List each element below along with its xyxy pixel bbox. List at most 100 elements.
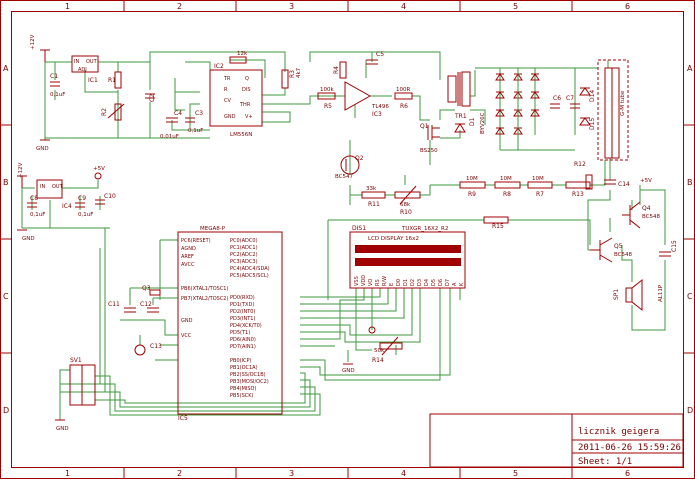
col-label-1-bottom: 1 xyxy=(65,469,70,478)
svg-text:BS250: BS250 xyxy=(420,148,438,154)
mcu-pin-label: PD7(AIN1) xyxy=(230,344,256,350)
svg-text:0,1uF: 0,1uF xyxy=(188,128,203,134)
c10-capacitor: C10 xyxy=(95,193,116,205)
mcu-pin-label: PC0(ADC0) xyxy=(230,238,258,244)
title-text: licznik geigera xyxy=(578,427,659,437)
col-label-3-bottom: 3 xyxy=(289,469,294,478)
sv1-ref: SV1 xyxy=(70,357,82,364)
ic1-ref: IC1 xyxy=(88,77,98,84)
tr1-transformer: TR1 xyxy=(447,71,471,120)
lcd-pin-label: K xyxy=(459,282,465,286)
ic2-type: LM556N xyxy=(230,132,252,138)
mcu-pin-label: PD3(INT1) xyxy=(230,316,255,322)
svg-text:BC548: BC548 xyxy=(642,214,661,220)
row-label-b: B xyxy=(3,178,9,187)
r7-resistor: 10M R7 xyxy=(527,176,553,198)
svg-text:DIS: DIS xyxy=(242,87,251,93)
c13-capacitor: C13 xyxy=(134,343,162,356)
svg-text:100R: 100R xyxy=(396,87,410,93)
c1-ref: C1 xyxy=(50,73,58,80)
svg-text:+5V: +5V xyxy=(640,178,652,184)
q2-transistor: Q2 BC547 xyxy=(335,155,364,180)
svg-text:C15: C15 xyxy=(671,240,678,252)
c4-capacitor: C4 0,01uF xyxy=(160,110,182,140)
svg-text:C2: C2 xyxy=(149,94,156,102)
svg-text:R11: R11 xyxy=(368,201,380,208)
c9-capacitor: C9 0,1uF xyxy=(75,195,93,218)
lcd-pin-label: R/W xyxy=(382,276,388,286)
svg-text:+12V: +12V xyxy=(18,162,24,178)
svg-text:C12: C12 xyxy=(140,301,152,308)
mcu-pin-label: PD2(INT0) xyxy=(230,309,255,315)
gnd-symbol-2: GND xyxy=(17,229,35,242)
svg-text:R8: R8 xyxy=(503,191,511,198)
r14-potentiometer: 50k R14 xyxy=(368,326,403,364)
row-label-c: C xyxy=(3,292,9,301)
d1-diode: D1 BYV26C xyxy=(454,112,486,134)
sv1-isp-header: SV1 xyxy=(69,357,96,406)
svg-text:ADJ: ADJ xyxy=(78,67,87,73)
mcu-pin-label: PB2(SS/OC1B) xyxy=(230,372,266,378)
ic4-regulator: IN OUT IC4 xyxy=(36,179,72,210)
lcd-pin-label: D0 xyxy=(396,279,402,286)
svg-text:C3: C3 xyxy=(195,110,203,117)
svg-text:TR: TR xyxy=(223,76,231,82)
svg-text:BC547: BC547 xyxy=(335,174,354,180)
col-label-4-bottom: 4 xyxy=(401,469,406,478)
q4-transistor: Q4 BC548 +5V xyxy=(622,178,661,229)
svg-text:OUT: OUT xyxy=(52,184,64,190)
mcu-pin-label: VCC xyxy=(181,333,192,339)
svg-text:0,1uF: 0,1uF xyxy=(30,212,45,218)
mcu-pin-label: PC5(ADC5/SCL) xyxy=(230,273,269,279)
mcu-pin-label: PC2(ADC2) xyxy=(230,252,258,258)
svg-text:10M: 10M xyxy=(500,176,512,182)
gm-label: G-M tube xyxy=(620,90,626,116)
svg-text:AL11P: AL11P xyxy=(658,284,664,302)
svg-text:Q3: Q3 xyxy=(142,285,151,292)
mcu-pin-label: AREF xyxy=(181,254,194,260)
r4-resistor: R4 xyxy=(333,61,347,79)
lcd-pin-label: D4 xyxy=(424,279,430,286)
ic3-type: TL496 xyxy=(371,104,389,110)
svg-text:C4: C4 xyxy=(174,110,182,117)
r11-resistor: 33k R11 xyxy=(361,186,386,208)
r12-resistor: R12 xyxy=(574,161,593,190)
svg-text:C6: C6 xyxy=(553,95,561,102)
lcd-pin-label: A xyxy=(452,282,458,286)
svg-text:68k: 68k xyxy=(400,202,411,208)
c2-capacitor: C2 xyxy=(145,93,156,102)
col-label-2-bottom: 2 xyxy=(177,469,182,478)
q1-mosfet: Q1 BS250 xyxy=(420,123,440,154)
svg-text:TR1: TR1 xyxy=(454,113,467,120)
svg-text:Q4: Q4 xyxy=(642,205,651,212)
ic3-driver: TL496 IC3 xyxy=(344,81,389,118)
svg-text:GND: GND xyxy=(224,114,236,120)
geiger-tube: G-M tube xyxy=(597,59,629,161)
lcd-pin-label: VDD xyxy=(361,275,367,286)
svg-text:R10: R10 xyxy=(400,209,412,216)
c14-capacitor: C14 xyxy=(604,179,630,188)
gnd-symbol-4: GND xyxy=(342,363,355,374)
ic4-ref: IC4 xyxy=(62,203,72,210)
v12-supply: +12V xyxy=(17,162,27,188)
mcu-pin-label: PB3(MOSI/OC2) xyxy=(230,379,269,385)
c12-capacitor: C12 xyxy=(140,301,159,313)
r9-resistor: 10M R9 xyxy=(459,176,486,198)
sp1-speaker: SP1 AL11P xyxy=(613,278,664,312)
mcu-pin-label: PD6(AIN0) xyxy=(230,337,256,343)
svg-text:R7: R7 xyxy=(536,191,544,198)
svg-text:R2: R2 xyxy=(101,108,108,116)
c15-capacitor: C15 xyxy=(659,240,678,257)
svg-text:12k: 12k xyxy=(237,51,248,57)
ic2-ref: IC2 xyxy=(214,63,224,70)
lcd-pin-label: RS xyxy=(375,279,381,286)
lcd-pin-label: VO xyxy=(368,279,374,286)
svg-text:SP1: SP1 xyxy=(613,289,620,300)
mcu-pin-label: AVCC xyxy=(181,262,195,268)
svg-text:R14: R14 xyxy=(372,357,384,364)
col-label-5: 5 xyxy=(513,2,518,11)
svg-text:R4: R4 xyxy=(333,66,340,74)
mcu-pin-label: PC6(RESET) xyxy=(181,238,211,244)
